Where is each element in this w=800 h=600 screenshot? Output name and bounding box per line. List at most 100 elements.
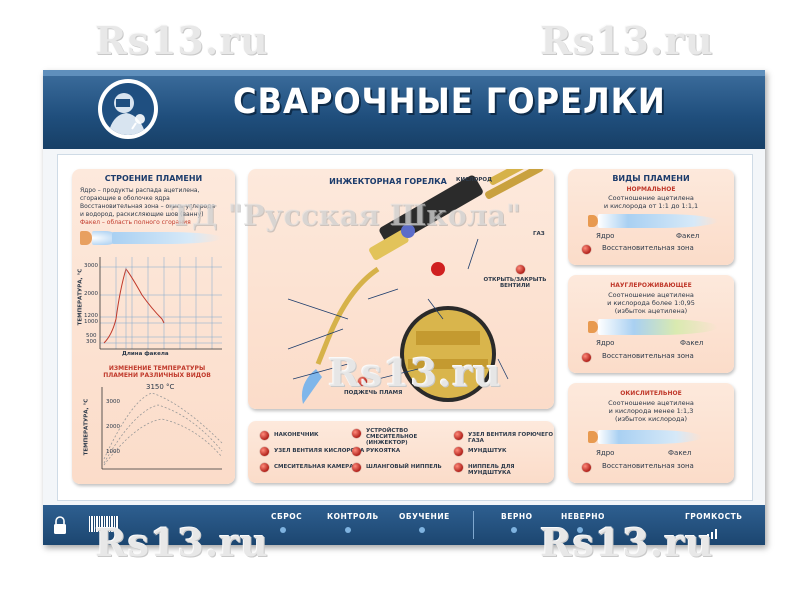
watermark-bottom-left: Rs13.ru — [95, 520, 269, 565]
graph2-tick-1000: 1000 — [106, 449, 120, 455]
flame-structure-panel: СТРОЕНИЕ ПЛАМЕНИ Ядро – продукты распада… — [72, 169, 235, 484]
graph2-y-label: ТЕМПЕРАТУРА, °С — [83, 398, 90, 456]
control-indicator — [345, 527, 351, 533]
legend-dot-7[interactable] — [352, 463, 361, 472]
carburizing-flame-hotspot[interactable] — [582, 353, 591, 362]
watermark-center: Rs13.ru — [328, 350, 502, 395]
oxidizing-flame-icon — [598, 430, 702, 444]
ignite-hotspot[interactable] — [358, 377, 367, 386]
oxidizing-core-label: Ядро — [596, 449, 615, 457]
normal-flame-desc-1: Соотношение ацетилена — [608, 194, 694, 202]
graph-tick-1200: 1200 — [84, 313, 98, 319]
watermark-top-right: Rs13.ru — [540, 18, 714, 63]
graph2-peak-label: 3150 °С — [146, 383, 175, 391]
control-button[interactable]: КОНТРОЛЬ — [327, 512, 379, 521]
graph2-tick-2000: 2000 — [106, 424, 120, 430]
flame-torch-icon — [112, 232, 222, 244]
legend-dot-3[interactable] — [260, 447, 269, 456]
label-gas: ГАЗ — [533, 231, 545, 237]
training-button[interactable]: ОБУЧЕНИЕ — [399, 512, 450, 521]
graph-tick-300: 300 — [86, 339, 97, 345]
flame-structure-title: СТРОЕНИЕ ПЛАМЕНИ — [104, 174, 203, 183]
parts-legend-panel: НАКОНЕЧНИК УСТРОЙСТВО СМЕСИТЕЛЬНОЕ (ИНЖЕ… — [248, 421, 554, 483]
volume-bars-icon[interactable] — [703, 524, 719, 539]
legend-item-6: СМЕСИТЕЛЬНАЯ КАМЕРА — [274, 464, 354, 470]
carburizing-desc-1: Соотношение ацетилена — [608, 291, 694, 299]
training-indicator — [419, 527, 425, 533]
graph-tick-1000: 1000 — [84, 319, 98, 325]
correct-indicator-label: ВЕРНО — [501, 512, 533, 521]
normal-flame-desc-2: и кислорода от 1:1 до 1:1,1 — [603, 202, 699, 210]
normal-reducing-zone-label: Восстановительная зона — [602, 244, 694, 252]
structure-text-5: Факел – область полного сгорания — [80, 219, 191, 226]
carburizing-nozzle-icon — [588, 321, 598, 333]
legend-item-4: РУКОЯТКА — [366, 448, 401, 454]
temperature-comparison-graph — [101, 387, 223, 470]
legend-item-0: НАКОНЕЧНИК — [274, 432, 319, 438]
normal-flame-panel: ВИДЫ ПЛАМЕНИ НОРМАЛЬНОЕ Соотношение ацет… — [568, 169, 734, 265]
torch-illustration — [287, 169, 544, 404]
normal-nozzle-icon — [588, 215, 598, 227]
graph2-tick-3000: 3000 — [106, 399, 120, 405]
welder-logo-icon — [98, 79, 158, 139]
carburizing-desc-3: (избыток ацетилена) — [614, 307, 688, 315]
reset-indicator — [280, 527, 286, 533]
oxidizing-desc-3: (избыток кислорода) — [614, 415, 688, 423]
legend-dot-8[interactable] — [454, 463, 463, 472]
carburizing-flame-name: НАУГЛЕРОЖИВАЮЩЕЕ — [610, 282, 692, 289]
label-oxygen: КИСЛОРОД — [456, 177, 492, 183]
carburizing-torch-label: Факел — [680, 339, 704, 347]
graph-tick-500: 500 — [86, 333, 97, 339]
normal-flame-hotspot[interactable] — [582, 245, 591, 254]
barcode-icon — [89, 516, 119, 532]
label-valves: ОТКРЫТЬ/ЗАКРЫТЬ ВЕНТИЛИ — [483, 277, 547, 289]
oxidizing-flame-panel: ОКИСЛИТЕЛЬНОЕ Соотношение ацетилена и ки… — [568, 383, 734, 483]
watermark-center-text: ТД "Русская Школа" — [170, 198, 521, 232]
graph-x-label: Длина факела — [122, 351, 169, 357]
injector-title: ИНЖЕКТОРНАЯ ГОРЕЛКА — [329, 177, 447, 186]
structure-text-1: Ядро – продукты распада ацетилена, — [80, 187, 200, 194]
lock-icon[interactable] — [53, 515, 67, 535]
label-ignite: ПОДЖЕЧЬ ПЛАМЯ — [344, 390, 403, 396]
watermark-top-left: Rs13.ru — [95, 18, 269, 63]
legend-item-8: НИППЕЛЬ ДЛЯ МУНДШТУКА — [468, 464, 515, 476]
flame-types-title: ВИДЫ ПЛАМЕНИ — [612, 174, 690, 183]
injector-panel: ИНЖЕКТОРНАЯ ГОРЕЛКА — [248, 169, 554, 409]
normal-flame-icon — [598, 214, 718, 228]
correct-indicator — [511, 527, 517, 533]
oxidizing-desc-1: Соотношение ацетилена — [608, 399, 694, 407]
valves-hotspot[interactable] — [516, 265, 525, 274]
graph2-title: ИЗМЕНЕНИЕ ТЕМПЕРАТУРЫ ПЛАМЕНИ РАЗЛИЧНЫХ … — [103, 365, 211, 379]
legend-item-1: УСТРОЙСТВО СМЕСИТЕЛЬНОЕ (ИНЖЕКТОР) — [366, 428, 418, 446]
reset-button[interactable]: СБРОС — [271, 512, 303, 521]
volume-label: ГРОМКОСТЬ — [685, 512, 743, 521]
graph-tick-2000: 2000 — [84, 291, 98, 297]
normal-flame-name: НОРМАЛЬНОЕ — [626, 186, 676, 193]
oxidizing-torch-label: Факел — [668, 449, 692, 457]
structure-text-4: и водород, раскисляющие шов (ванну) — [80, 211, 204, 218]
legend-dot-5[interactable] — [454, 447, 463, 456]
legend-dot-4[interactable] — [352, 447, 361, 456]
oxidizing-flame-hotspot[interactable] — [582, 463, 591, 472]
page-title: СВАРОЧНЫЕ ГОРЕЛКИ — [233, 82, 666, 122]
legend-item-3: УЗЕЛ ВЕНТИЛЯ КИСЛОРОДА — [274, 448, 365, 454]
legend-dot-1[interactable] — [352, 429, 361, 438]
toolbar-divider — [473, 511, 474, 539]
legend-dot-0[interactable] — [260, 431, 269, 440]
carburizing-reducing-zone-label: Восстановительная зона — [602, 352, 694, 360]
content-area: СТРОЕНИЕ ПЛАМЕНИ Ядро – продукты распада… — [57, 154, 753, 501]
structure-text-2: сгорающие в оболочке ядра — [80, 195, 170, 202]
structure-text-3: Восстановительная зона – окись углерода — [80, 203, 216, 210]
control-toolbar: СБРОС КОНТРОЛЬ ОБУЧЕНИЕ ВЕРНО НЕВЕРНО ГР… — [43, 505, 765, 545]
header-bar: СВАРОЧНЫЕ ГОРЕЛКИ — [43, 70, 765, 149]
normal-torch-label: Факел — [676, 232, 700, 240]
legend-item-7: ШЛАНГОВЫЙ НИППЕЛЬ — [366, 464, 442, 470]
legend-dot-6[interactable] — [260, 463, 269, 472]
legend-dot-2[interactable] — [454, 431, 463, 440]
carburizing-desc-2: и кислорода более 1:0,95 — [607, 299, 695, 307]
flame-core-icon — [92, 231, 118, 245]
watermark-bottom-right: Rs13.ru — [540, 520, 714, 565]
wrong-indicator — [577, 527, 583, 533]
oxidizing-desc-2: и кислорода менее 1:1,3 — [608, 407, 694, 415]
carburizing-flame-panel: НАУГЛЕРОЖИВАЮЩЕЕ Соотношение ацетилена и… — [568, 275, 734, 373]
